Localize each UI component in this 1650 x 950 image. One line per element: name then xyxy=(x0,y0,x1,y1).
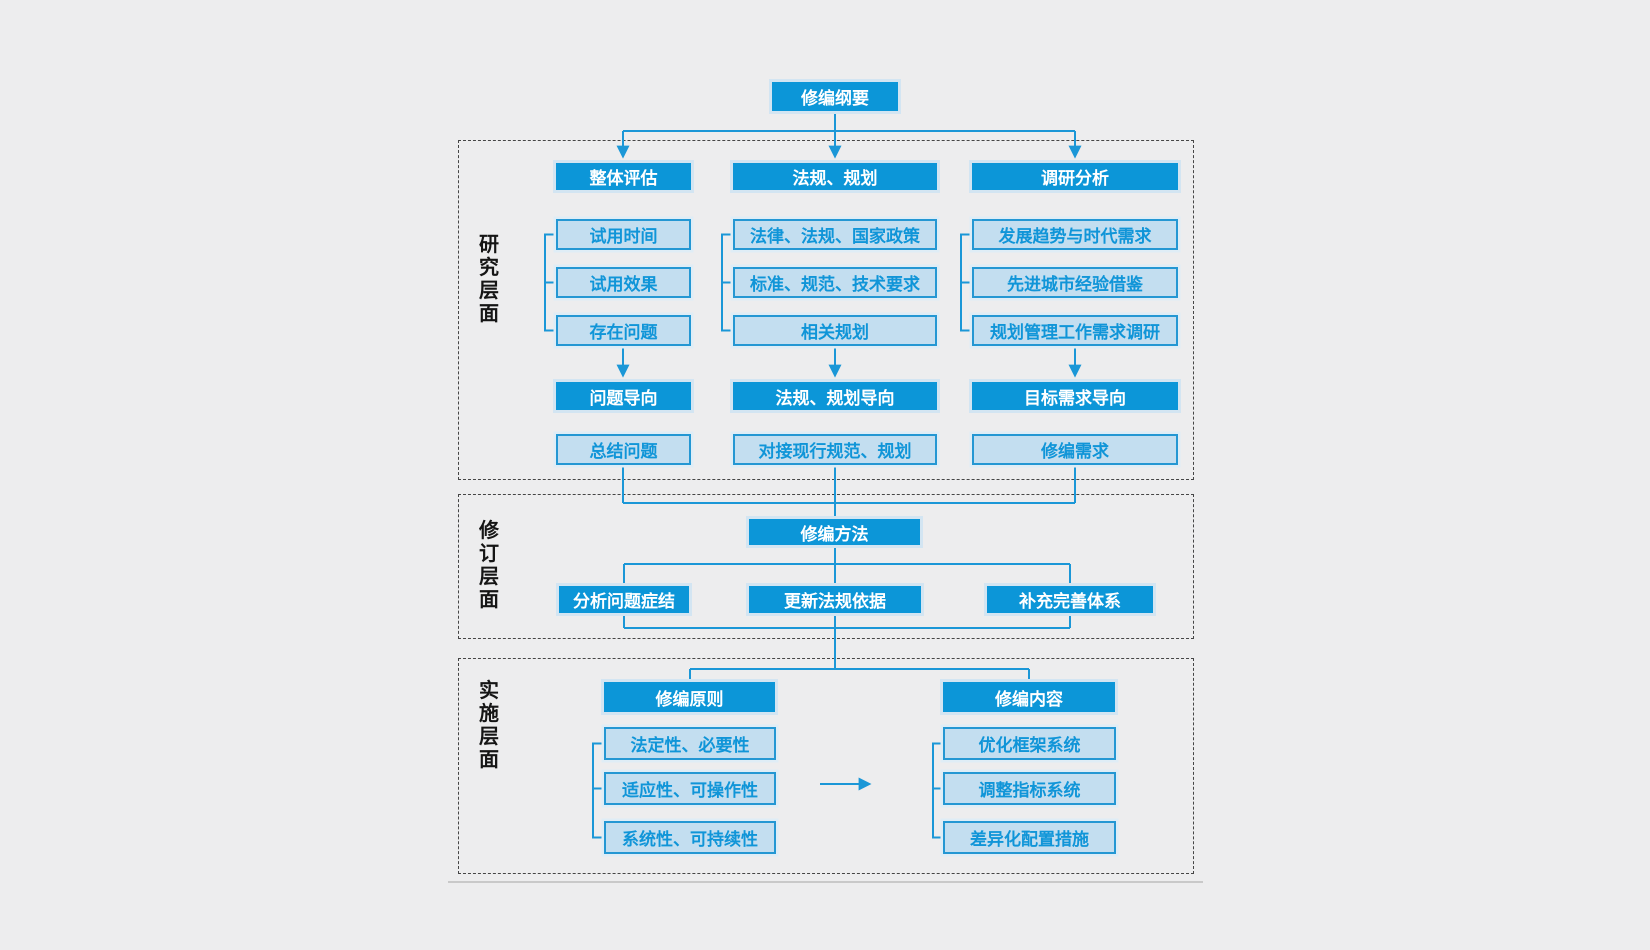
node-laws-policies: 法律、法规、国家政策 xyxy=(733,219,937,250)
section-implementation-frame xyxy=(458,658,1194,874)
node-research-analysis: 调研分析 xyxy=(972,163,1178,190)
node-differentiated-measures: 差异化配置措施 xyxy=(943,821,1116,854)
node-adjust-indicators: 调整指标系统 xyxy=(943,772,1116,805)
section-implementation-label: 实施层面 xyxy=(479,680,499,771)
node-revision-outline: 修编纲要 xyxy=(772,82,898,111)
node-standards-requirements: 标准、规范、技术要求 xyxy=(733,267,937,298)
slide-edge-line xyxy=(448,881,1203,883)
section-research-frame xyxy=(458,140,1194,480)
node-revision-content: 修编内容 xyxy=(943,682,1115,712)
section-revision-label: 修订层面 xyxy=(479,520,499,611)
node-problem-oriented: 问题导向 xyxy=(556,382,691,410)
node-revision-needs: 修编需求 xyxy=(972,434,1178,465)
node-supplement-system: 补充完善体系 xyxy=(987,586,1153,613)
node-trial-time: 试用时间 xyxy=(556,219,691,250)
node-development-trends: 发展趋势与时代需求 xyxy=(972,219,1178,250)
section-revision-frame xyxy=(458,494,1194,639)
node-legality-necessity: 法定性、必要性 xyxy=(604,727,776,760)
node-management-needs-survey: 规划管理工作需求调研 xyxy=(972,315,1178,346)
node-related-planning: 相关规划 xyxy=(733,315,937,346)
node-existing-problems: 存在问题 xyxy=(556,315,691,346)
node-adaptability-operability: 适应性、可操作性 xyxy=(604,772,776,805)
node-overall-assessment: 整体评估 xyxy=(556,163,691,190)
node-revision-principles: 修编原则 xyxy=(604,682,775,712)
node-systematic-sustainability: 系统性、可持续性 xyxy=(604,821,776,854)
node-align-current-standards: 对接现行规范、规划 xyxy=(733,434,937,465)
node-city-experience: 先进城市经验借鉴 xyxy=(972,267,1178,298)
node-regulation-oriented: 法规、规划导向 xyxy=(733,382,937,410)
node-trial-effect: 试用效果 xyxy=(556,267,691,298)
node-revision-method: 修编方法 xyxy=(749,519,920,545)
node-goal-demand-oriented: 目标需求导向 xyxy=(972,382,1178,410)
node-optimize-framework: 优化框架系统 xyxy=(943,727,1116,760)
node-analyze-problem-crux: 分析问题症结 xyxy=(559,586,689,613)
section-research-label: 研究层面 xyxy=(479,234,499,325)
node-regulations-planning: 法规、规划 xyxy=(733,163,937,190)
node-summarize-problems: 总结问题 xyxy=(556,434,691,465)
node-update-legal-basis: 更新法规依据 xyxy=(749,586,921,613)
